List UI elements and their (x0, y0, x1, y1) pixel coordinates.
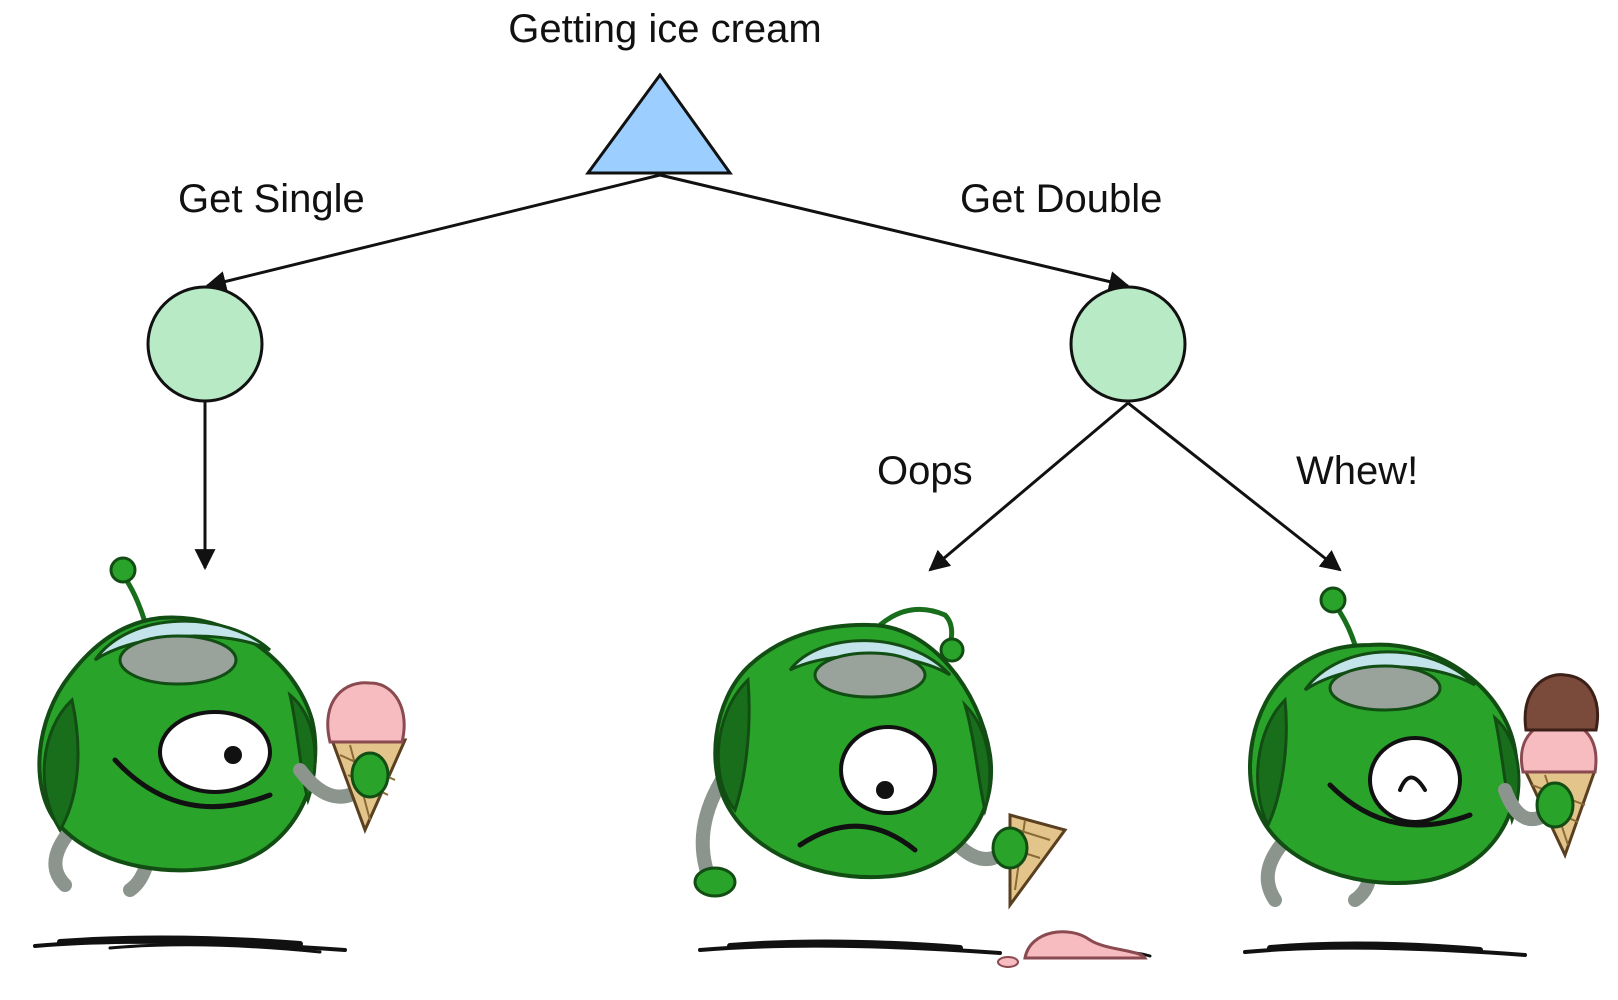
edge-label-oops: Oops (877, 449, 973, 493)
edge-label-get-single: Get Single (178, 177, 365, 221)
edge-get-double (659, 173, 1131, 292)
robot-double-cone-illustration (1243, 586, 1599, 957)
edge-label-whew: Whew! (1296, 449, 1418, 493)
edge-oops (928, 401, 1129, 572)
edge-get-single (204, 173, 661, 292)
edge-label-get-double: Get Double (960, 177, 1162, 221)
diagram-title: Getting ice cream (508, 7, 821, 51)
ground-shadow (33, 935, 347, 954)
ground-shadow (1243, 941, 1527, 957)
chance-node-single (146, 285, 264, 403)
chance-node-double (1069, 285, 1187, 403)
robot-dropped-cone-illustration (693, 606, 1152, 968)
robot-single-cone-illustration (33, 556, 408, 954)
max-node-triangle (585, 72, 733, 175)
dropped-scoop (1023, 930, 1148, 960)
edge-whew (1127, 401, 1342, 572)
